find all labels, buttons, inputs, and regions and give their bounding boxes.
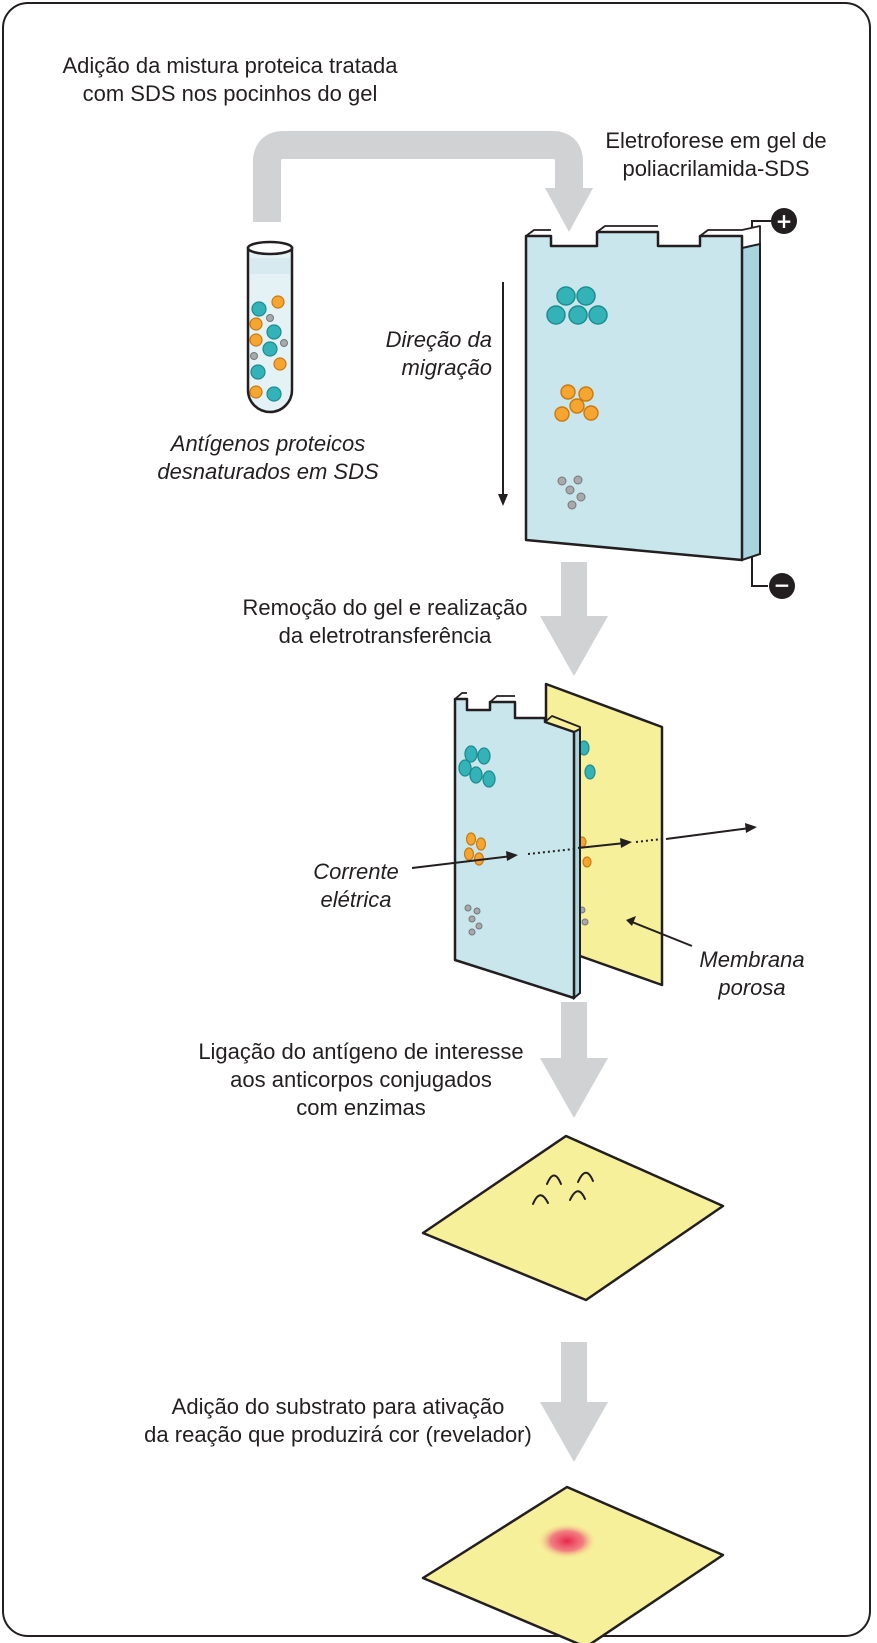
label-membrane: Membrana porosa [699,947,805,1000]
label-antigens: Antígenos proteicos desnaturados em SDS [157,431,379,484]
transfer-gel-large-band [458,745,496,788]
electric-current-arrow [411,823,757,869]
step-remove-gel: Remoção do gel e realização da eletrotra… [242,595,528,648]
polyacrylamide-gel [498,225,761,562]
step-add-mixture: Adição da mistura proteica tratada com S… [62,53,398,106]
down-arrow-1 [540,562,608,676]
colored-signal-spot [537,1523,597,1559]
medium-protein-band [554,384,599,422]
electrode-wires [751,220,771,587]
membrane-pointer-arrow [626,916,693,947]
antibody-membrane [421,1134,725,1302]
step-substrate: Adição do substrato para ativação da rea… [144,1394,532,1447]
transfer-gel-small-band [464,904,483,936]
label-migration: Direção da migração [385,327,492,380]
large-protein-band [546,286,608,325]
step-antibody-binding: Ligação do antígeno de interesse aos ant… [198,1039,524,1120]
svg-text:+: + [776,209,793,233]
developed-membrane [421,1485,725,1643]
small-protein-band [557,475,586,510]
step-electrophoresis: Eletroforese em gel de poliacrilamida-SD… [605,128,827,181]
down-arrow-2 [540,1002,608,1118]
loading-arrow [253,131,593,232]
tube-protein-mix [249,295,288,402]
svg-text:−: − [774,573,791,597]
test-tube [246,240,294,414]
label-current: Corrente elétrica [313,859,399,912]
positive-electrode-icon: + [771,208,797,234]
negative-electrode-icon: − [769,573,795,599]
antibody-icons [532,1171,594,1205]
down-arrow-3 [540,1342,608,1462]
transfer-gel [453,692,581,1001]
